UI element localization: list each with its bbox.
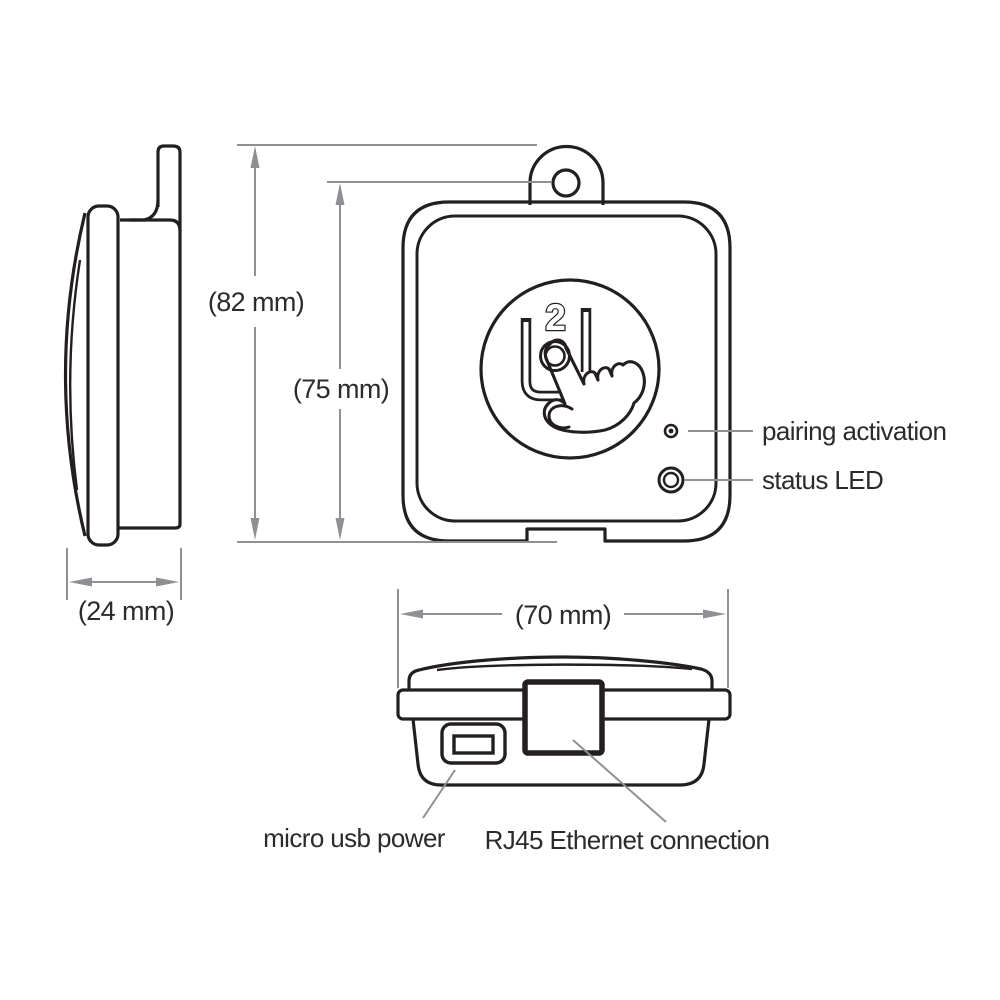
arrow-75-up: [335, 183, 345, 205]
touch-icon: 2: [520, 296, 646, 434]
arrow-82-down: [250, 518, 260, 540]
status-led-outer: [657, 466, 685, 494]
arrow-24-right: [156, 577, 179, 587]
dim-label-24: (24 mm): [78, 596, 174, 626]
front-inner-face: [415, 214, 718, 523]
leader-rj45: [572, 739, 667, 823]
arrow-70-left: [400, 609, 423, 619]
button-circle: [479, 278, 661, 460]
pairing-hole-center: [668, 428, 674, 434]
usb-port-inner: [452, 734, 495, 755]
dimension-75mm: (75 mm): [237, 181, 557, 543]
side-dome-outer: [63, 212, 87, 537]
double-press-number: 2: [545, 297, 565, 338]
hand-icon: [542, 338, 646, 434]
callout-micro-usb: micro usb power: [263, 823, 446, 853]
bottom-lid: [407, 655, 714, 690]
side-bezel: [86, 204, 120, 547]
status-led-inner: [662, 471, 680, 489]
callout-status-led: status LED: [762, 465, 883, 495]
callout-pairing-activation: pairing activation: [762, 416, 946, 446]
front-outer-shell: [401, 200, 732, 543]
side-back-plate-tab: [118, 144, 182, 530]
arrow-82-up: [250, 146, 260, 168]
side-dome-inner: [68, 259, 82, 491]
rj45-connector: [522, 679, 605, 756]
bottom-lid-edge: [436, 663, 693, 672]
arrow-24-left: [69, 577, 92, 587]
bottom-view: [396, 655, 732, 787]
side-top-ledge: [130, 218, 182, 232]
arrow-75-down: [335, 518, 345, 540]
front-view: 2: [401, 144, 732, 543]
side-tab-flare: [120, 199, 160, 222]
dim-label-82: (82 mm): [208, 287, 304, 317]
front-mount-tab: [528, 144, 605, 205]
dimension-70mm: (70 mm): [397, 589, 729, 688]
mount-hole: [551, 168, 581, 198]
dimension-24mm: (24 mm): [66, 548, 182, 626]
press-ring-outer: [539, 340, 571, 372]
dimension-82mm: (82 mm): [208, 144, 537, 540]
dim-label-70: (70 mm): [515, 600, 611, 630]
callout-rj45-ethernet: RJ45 Ethernet connection: [485, 825, 770, 855]
thumb-curl: [547, 404, 574, 430]
arrow-70-right: [703, 609, 726, 619]
callouts: pairing activation status LED micro usb …: [263, 416, 947, 855]
bottom-housing: [411, 718, 711, 787]
leader-usb: [422, 769, 456, 819]
side-view: [63, 144, 182, 547]
pairing-hole: [663, 423, 679, 439]
dim-label-75: (75 mm): [293, 374, 389, 404]
press-ring-inner: [544, 345, 566, 367]
